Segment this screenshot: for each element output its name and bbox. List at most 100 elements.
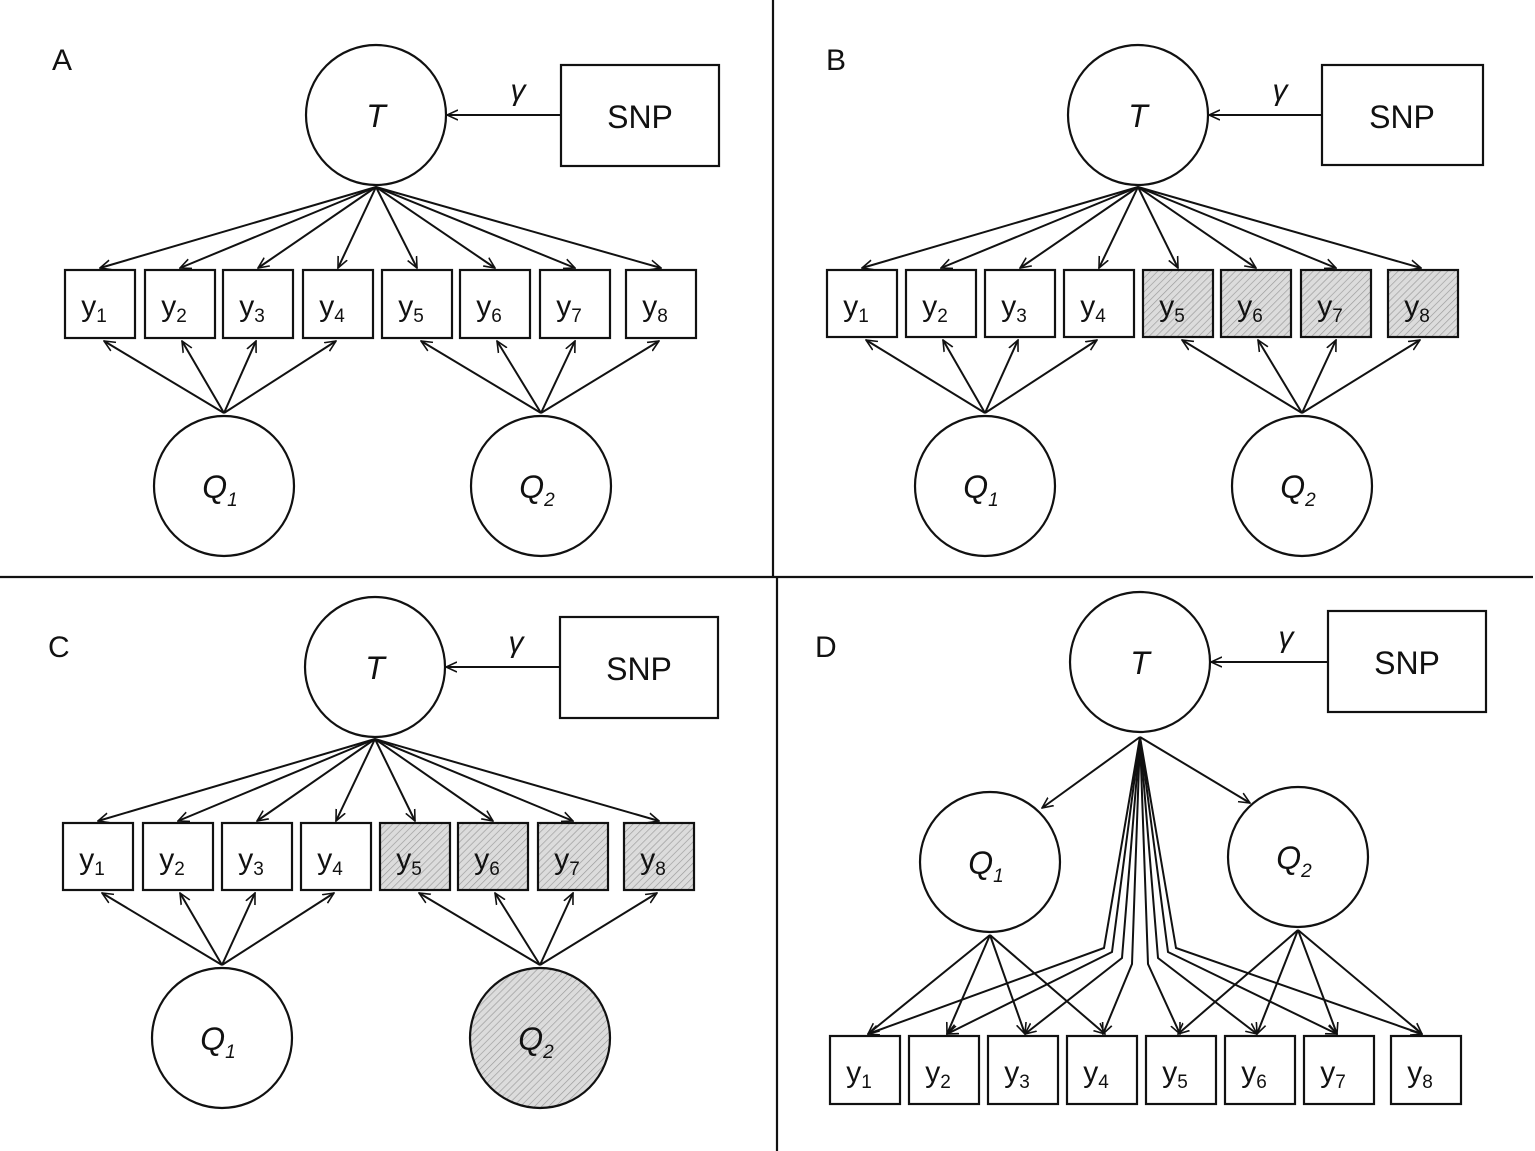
- svg-text:y5: y5: [1162, 1056, 1188, 1093]
- indicator-y1: y1: [61, 821, 135, 892]
- snp-node: SNP: [558, 615, 720, 720]
- indicator-y4: y4: [299, 821, 373, 892]
- svg-text:Q2: Q2: [519, 469, 555, 511]
- indicator-y4: y4: [1065, 1034, 1139, 1106]
- factor-t: T: [1068, 590, 1212, 734]
- svg-text:y3: y3: [239, 290, 265, 327]
- factor-t: T: [1066, 43, 1210, 187]
- svg-text:y5: y5: [396, 843, 422, 880]
- gamma-label: γ: [511, 74, 528, 107]
- indicator-y2: y2: [143, 268, 217, 340]
- indicator-y6: y6: [458, 268, 532, 340]
- snp-node: SNP: [1326, 609, 1488, 714]
- indicator-y5: y5: [1144, 1034, 1218, 1106]
- svg-text:y2: y2: [159, 843, 185, 880]
- indicator-y6: y6: [456, 821, 530, 892]
- svg-text:y5: y5: [1159, 290, 1185, 327]
- snp-node: SNP: [1320, 63, 1485, 167]
- edges-t-to-y: [98, 738, 659, 821]
- svg-text:Q2: Q2: [1276, 840, 1312, 882]
- svg-text:Q1: Q1: [968, 845, 1003, 887]
- svg-text:y8: y8: [1407, 1056, 1433, 1093]
- svg-text:SNP: SNP: [606, 651, 672, 687]
- indicator-y7: y7: [1299, 268, 1373, 339]
- panel-label: C: [48, 631, 70, 664]
- svg-text:y4: y4: [319, 290, 345, 327]
- indicator-y5: y5: [1141, 268, 1215, 339]
- indicator-y6: y6: [1219, 268, 1293, 339]
- factor-q1: Q1: [918, 790, 1062, 934]
- factor-q1: Q1: [150, 966, 294, 1110]
- svg-text:Q1: Q1: [963, 469, 998, 511]
- panel-c: C T SNP γ y1 y2 y3 y4 y5: [48, 595, 720, 1110]
- snp-node: SNP: [559, 63, 721, 168]
- svg-text:T: T: [1130, 645, 1152, 681]
- edges-t-to-q: [1042, 736, 1250, 808]
- panel-label: D: [815, 631, 837, 664]
- panel-label: A: [52, 44, 72, 77]
- edges-q-to-y: [866, 340, 1420, 414]
- indicator-y6: y6: [1223, 1034, 1297, 1106]
- svg-text:y1: y1: [79, 843, 105, 880]
- svg-text:y1: y1: [843, 290, 869, 327]
- svg-text:y2: y2: [161, 290, 187, 327]
- svg-text:y1: y1: [846, 1056, 872, 1093]
- factor-q1: Q1: [913, 414, 1057, 558]
- indicator-y3: y3: [221, 268, 295, 340]
- snp-label: SNP: [607, 99, 673, 135]
- indicator-y1: y1: [828, 1034, 902, 1106]
- svg-text:y3: y3: [238, 843, 264, 880]
- edges-q-to-y: [104, 341, 659, 414]
- indicator-y7: y7: [536, 821, 610, 892]
- svg-text:y4: y4: [1080, 290, 1106, 327]
- indicator-y2: y2: [904, 268, 978, 339]
- indicator-y2: y2: [141, 821, 215, 892]
- indicator-y4: y4: [301, 268, 375, 340]
- gamma-label: γ: [1273, 74, 1290, 107]
- indicator-y7: y7: [538, 268, 612, 340]
- edges-t-to-y: [100, 186, 661, 268]
- svg-text:y8: y8: [642, 290, 668, 327]
- gamma-label: γ: [509, 626, 526, 659]
- svg-text:T: T: [365, 650, 387, 686]
- svg-text:y8: y8: [640, 843, 666, 880]
- svg-text:y8: y8: [1404, 290, 1430, 327]
- svg-text:y2: y2: [925, 1056, 951, 1093]
- svg-text:y3: y3: [1004, 1056, 1030, 1093]
- svg-text:y6: y6: [1241, 1056, 1267, 1093]
- factor-q2: Q2: [1226, 785, 1370, 929]
- panel-d: D T SNP γ Q1 Q2 y1 y2 y3: [815, 590, 1488, 1106]
- factor-t: T: [304, 43, 448, 187]
- svg-text:y7: y7: [554, 843, 580, 880]
- svg-text:y7: y7: [556, 290, 582, 327]
- panel-label: B: [826, 44, 846, 77]
- svg-text:y5: y5: [398, 290, 424, 327]
- factor-q2: Q2: [469, 414, 613, 558]
- indicator-y8: y8: [622, 821, 696, 892]
- indicator-y5: y5: [380, 268, 454, 340]
- factor-t: T: [303, 595, 447, 739]
- edges-q-to-y: [102, 893, 657, 966]
- panel-b: B T SNP γ y1 y2 y3 y4 y5: [825, 43, 1485, 558]
- indicator-y7: y7: [1302, 1034, 1376, 1106]
- svg-text:SNP: SNP: [1374, 645, 1440, 681]
- svg-text:y4: y4: [317, 843, 343, 880]
- edges-t-to-y: [862, 186, 1421, 268]
- svg-text:y6: y6: [474, 843, 500, 880]
- svg-text:y3: y3: [1001, 290, 1027, 327]
- factor-q1: Q1: [152, 414, 296, 558]
- svg-text:Q2: Q2: [518, 1021, 554, 1063]
- indicator-y3: y3: [220, 821, 294, 892]
- indicator-y8: y8: [1389, 1034, 1463, 1106]
- indicator-y3: y3: [986, 1034, 1060, 1106]
- svg-text:y1: y1: [81, 290, 107, 327]
- svg-text:y6: y6: [1237, 290, 1263, 327]
- indicator-y4: y4: [1062, 268, 1136, 339]
- indicator-y1: y1: [63, 268, 137, 340]
- svg-text:Q1: Q1: [200, 1021, 235, 1063]
- indicator-y8: y8: [624, 268, 698, 340]
- svg-text:y7: y7: [1320, 1056, 1346, 1093]
- indicator-y5: y5: [378, 821, 452, 892]
- svg-text:Q2: Q2: [1280, 469, 1316, 511]
